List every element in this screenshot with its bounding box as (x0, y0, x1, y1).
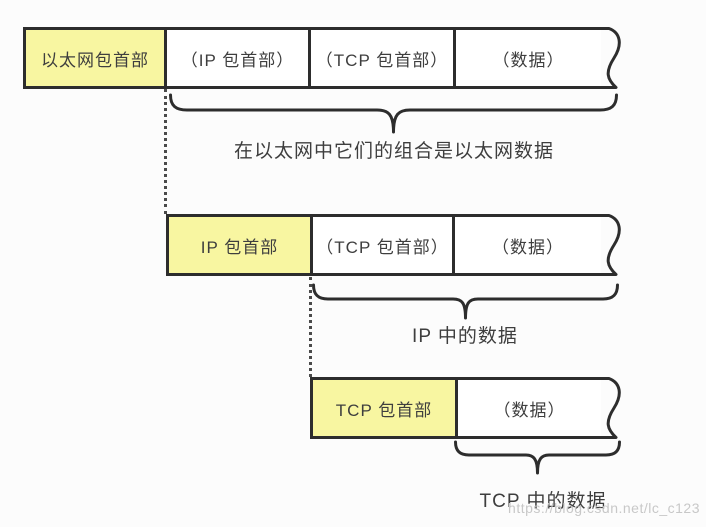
cell-tcp-header-ghost: （TCP 包首部） (313, 217, 455, 273)
cell-label: （TCP 包首部） (315, 50, 449, 70)
torn-edge (598, 27, 621, 89)
cell-label: （数据） (492, 50, 565, 70)
cell-ethernet-header: 以太网包首部 (26, 30, 167, 86)
tcp-segment-row: TCP 包首部 （数据） (310, 377, 601, 439)
dotted-guide-line (309, 277, 312, 377)
cell-tcp-header-ghost: （TCP 包首部） (311, 30, 456, 86)
ethernet-frame-row: 以太网包首部 （IP 包首部） （TCP 包首部） （数据） (23, 27, 601, 89)
caption-tcp-data: TCP 中的数据 (479, 491, 607, 512)
curly-brace (169, 93, 618, 134)
cell-label: （数据） (492, 237, 564, 257)
cell-tcp-header: TCP 包首部 (313, 380, 458, 436)
cell-data-ghost: （数据） (458, 380, 601, 436)
watermark: https://blog.csdn.net/lc_c123 (508, 500, 700, 516)
torn-edge (598, 214, 621, 276)
cell-ip-header: IP 包首部 (169, 217, 313, 273)
dotted-guide-line (164, 89, 167, 214)
caption-ip-data: IP 中的数据 (412, 326, 518, 347)
cell-label: （数据） (493, 400, 566, 420)
cell-label: 以太网包首部 (41, 50, 149, 70)
torn-edge (598, 377, 621, 439)
cell-label: TCP 包首部 (335, 400, 433, 420)
cell-data-ghost: （数据） (455, 217, 601, 273)
ip-packet-row: IP 包首部 （TCP 包首部） （数据） (166, 214, 601, 276)
caption-ethernet-data: 在以太网中它们的组合是以太网数据 (233, 141, 554, 162)
curly-brace (454, 440, 621, 475)
cell-label: IP 包首部 (200, 237, 279, 257)
cell-ip-header-ghost: （IP 包首部） (167, 30, 311, 86)
cell-label: （TCP 包首部） (316, 237, 449, 257)
cell-label: （IP 包首部） (180, 50, 295, 70)
curly-brace (312, 283, 619, 320)
cell-data-ghost: （数据） (456, 30, 601, 86)
